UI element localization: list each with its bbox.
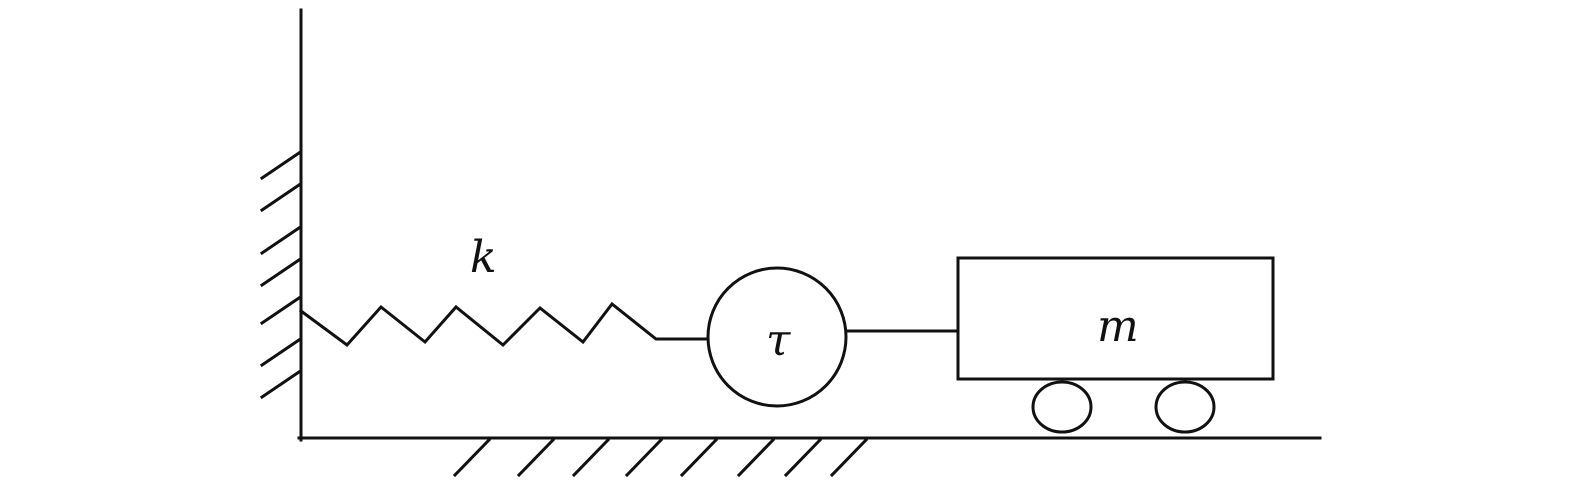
mass-block xyxy=(956,256,1275,381)
fixed-wall xyxy=(259,8,303,442)
spring-constant-label: k xyxy=(470,232,497,283)
ground-hatching xyxy=(452,437,869,478)
spring xyxy=(298,301,710,348)
ground xyxy=(297,436,1322,478)
wall-hatching xyxy=(259,150,302,400)
damper-circle xyxy=(706,266,848,408)
mass-label: m xyxy=(1097,301,1139,352)
damper-label: τ xyxy=(766,315,791,366)
cart-wheel-right xyxy=(1154,380,1216,434)
cart-wheel-left xyxy=(1031,380,1093,434)
